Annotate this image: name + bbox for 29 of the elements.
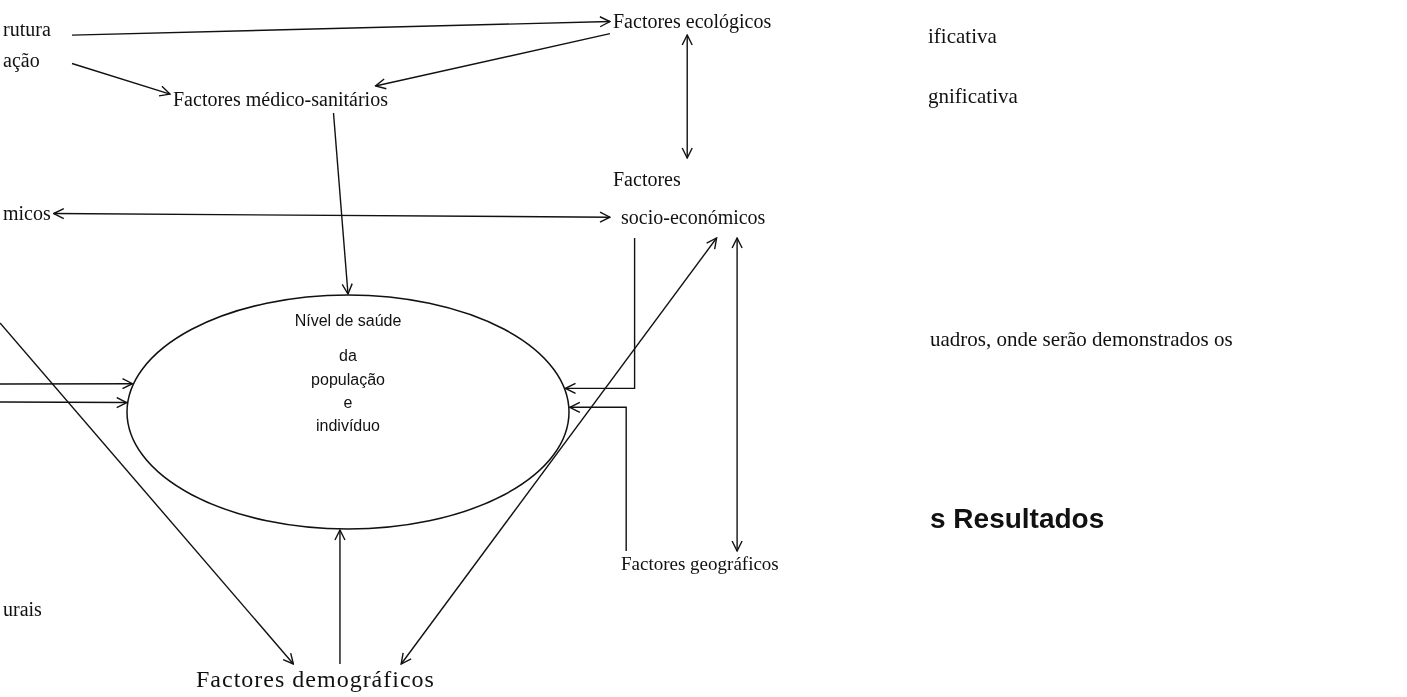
- ellipse-text: da população e indivíduo: [311, 346, 385, 436]
- double-arrow: [731, 237, 743, 552]
- factor-label: rutura ação: [0, 12, 72, 78]
- body-text: ificativa: [928, 24, 997, 49]
- body-text: uadros, onde serão demonstrados os: [930, 327, 1233, 352]
- arrow: [0, 322, 295, 665]
- arrow: [569, 401, 627, 552]
- arrow: [0, 378, 134, 390]
- factor-label: Factores geográficos: [618, 551, 782, 577]
- factor-label: urais: [0, 596, 45, 623]
- double-arrow: [53, 207, 611, 223]
- double-arrow: [400, 237, 718, 665]
- arrow: [332, 112, 353, 295]
- factor-label: Factores ecológicos: [610, 8, 775, 35]
- arrow: [71, 16, 611, 36]
- body-text: gnificativa: [928, 84, 1018, 109]
- factor-label: micos: [0, 200, 54, 227]
- arrow: [0, 396, 128, 409]
- ellipse-text: Nível de saúde: [293, 312, 403, 331]
- factor-label: socio-económicos: [620, 205, 767, 230]
- arrow: [374, 32, 611, 90]
- arrow: [71, 62, 171, 97]
- arrow: [564, 237, 636, 395]
- arrow: [334, 529, 346, 665]
- factor-label: Factores: [613, 167, 682, 192]
- section-heading: s Resultados: [930, 503, 1105, 535]
- factor-label: Factores médico-sanitários: [170, 86, 391, 113]
- double-arrow: [681, 34, 693, 159]
- factor-label: Factores demográficos: [193, 664, 438, 695]
